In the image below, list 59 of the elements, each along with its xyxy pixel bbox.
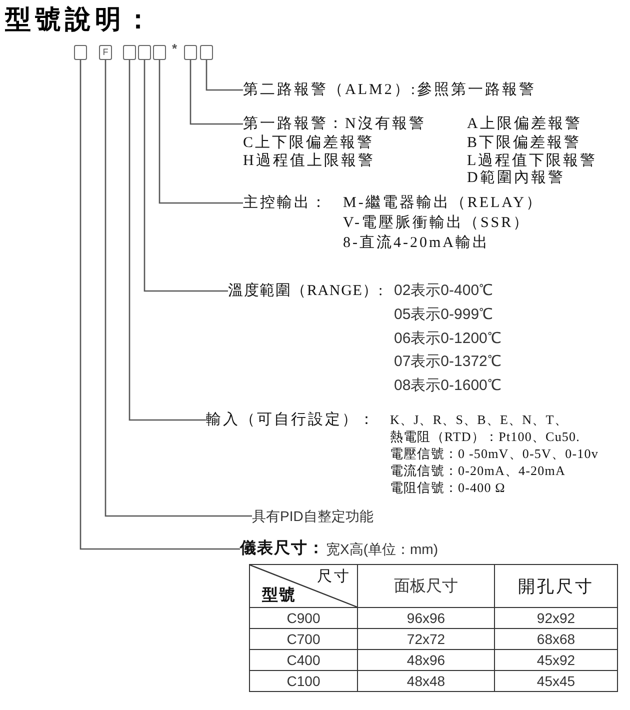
range-option: 06表示0-1200℃ <box>394 330 502 348</box>
table-cell: 96x96 <box>358 608 494 628</box>
alarm-description: 第二路報警（ALM2）:參照第一路報警 <box>243 81 536 99</box>
table-cell: C100 <box>250 670 358 692</box>
code-slot <box>74 45 87 60</box>
input-option: 熱電阻（RTD）：Pt100、Cu50. <box>390 429 580 445</box>
table-cell: C700 <box>250 628 358 650</box>
leader-line <box>158 60 243 204</box>
alarm-option: H過程值上限報警 <box>243 152 375 170</box>
leader-line <box>144 60 228 292</box>
alarm-option: L過程值下限報警 <box>467 152 598 170</box>
alarm-option: A上限偏差報警 <box>467 115 582 133</box>
table-cell: C400 <box>250 650 358 670</box>
input-option: 電流信號：0-20mA、4-20mA <box>390 463 566 479</box>
header-cell: 開孔尺寸 <box>494 564 618 608</box>
leader-line <box>104 60 252 517</box>
table-cell: 92x92 <box>494 608 618 628</box>
size-heading: 儀表尺寸： <box>240 539 325 559</box>
column-heading: 尺寸 <box>317 568 351 586</box>
alarm-option: B下限偏差報警 <box>467 134 582 152</box>
code-slot <box>184 45 197 60</box>
output-option: 8-直流4-20mA輸出 <box>343 234 490 252</box>
page-title: 型號說明： <box>5 4 155 36</box>
code-slot <box>153 45 166 60</box>
output-option: V-電壓脈衝輸出（SSR） <box>343 214 530 232</box>
row-heading: 型號 <box>262 587 296 605</box>
code-slot: F <box>99 45 112 60</box>
leader-line <box>190 60 243 125</box>
code-slot <box>200 45 213 60</box>
table-cell: C900 <box>250 608 358 628</box>
leader-line <box>80 60 240 550</box>
table-cell: 48x48 <box>358 670 494 692</box>
range-heading: 溫度範圍（RANGE）: <box>228 282 384 300</box>
table-cell: 45x92 <box>494 650 618 670</box>
header-cell: 面板尺寸 <box>358 564 494 608</box>
input-option: 電阻信號：0-400 Ω <box>390 480 506 496</box>
alarm-option: C上下限偏差報警 <box>243 134 374 152</box>
input-heading: 輸入（可自行設定）： <box>206 411 376 429</box>
output-option: M-繼電器輸出（RELAY） <box>343 194 543 212</box>
alarm-option: D範圍內報警 <box>467 169 565 187</box>
table-cell: 45x45 <box>494 670 618 692</box>
range-option: 08表示0-1600℃ <box>394 377 502 395</box>
leader-line <box>206 60 243 91</box>
alarm-description: 第一路報警：N沒有報警 <box>243 115 426 133</box>
range-option: 07表示0-1372℃ <box>394 353 502 371</box>
table-cell: 72x72 <box>358 628 494 650</box>
feature-description: 具有PID自整定功能 <box>252 507 374 525</box>
range-option: 02表示0-400℃ <box>394 282 494 300</box>
output-heading: 主控輸出： <box>243 194 328 212</box>
code-slot <box>123 45 136 60</box>
range-option: 05表示0-999℃ <box>394 306 494 324</box>
code-slot <box>138 45 151 60</box>
table-cell: 68x68 <box>494 628 618 650</box>
table-cell: 48x96 <box>358 650 494 670</box>
asterisk-separator: * <box>172 42 178 55</box>
leader-line <box>128 60 206 421</box>
input-option: K、J、R、S、B、E、N、T、 <box>390 412 568 428</box>
input-option: 電壓信號：0 -50mV、0-5V、0-10v <box>390 446 598 462</box>
size-unit-note: 宽X高(单位：mm) <box>326 540 438 558</box>
